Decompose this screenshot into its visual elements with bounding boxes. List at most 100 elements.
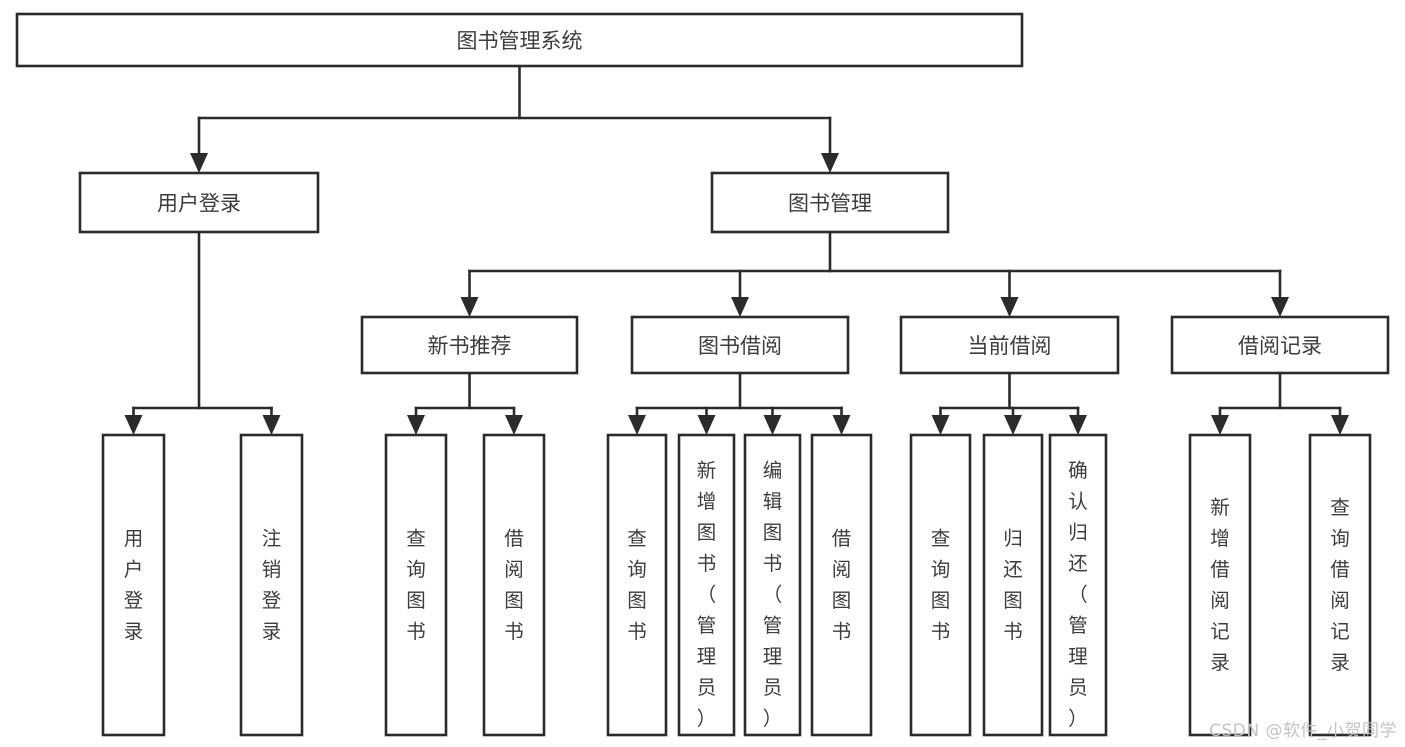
leaf-node-leaf-confirm-return-label-char: 理	[1068, 645, 1088, 668]
leaf-node-leaf-confirm-return-label-char: 还	[1068, 552, 1088, 575]
leaf-node-leaf-edit-book-box[interactable]	[743, 433, 802, 737]
level3-node-current-borrow-box[interactable]	[899, 315, 1120, 375]
leaf-node-leaf-query-book-1-box[interactable]	[384, 433, 448, 737]
leaf-node-leaf-query-record-box[interactable]	[1308, 433, 1372, 737]
level3-node-current-borrow[interactable]: 当前借阅	[899, 315, 1120, 375]
leaf-node-leaf-user-login-label-char: 登	[124, 589, 144, 612]
arrow-head-icon	[628, 415, 646, 435]
leaf-node-leaf-return-book-label-char: 书	[1003, 620, 1023, 643]
level2-node-user-login-box[interactable]	[78, 171, 320, 234]
leaf-node-leaf-return-book-label-char: 归	[1003, 527, 1023, 550]
leaf-node-leaf-user-login-label-char: 用	[124, 527, 144, 550]
leaf-node-leaf-borrow-book-1-label-char: 阅	[504, 558, 524, 581]
arrow-head-icon	[190, 153, 208, 173]
leaf-node-leaf-add-book-box[interactable]	[677, 433, 736, 737]
arrow-head-icon	[697, 415, 716, 435]
leaf-node-leaf-borrow-book-2-box[interactable]	[810, 433, 873, 737]
arrow-head-icon	[124, 415, 143, 435]
leaf-node-leaf-add-book-label-char: 书	[697, 552, 717, 575]
leaf-node-leaf-edit-book-label-char: 书	[763, 552, 783, 575]
leaf-node-leaf-add-record-label-char: 阅	[1210, 589, 1230, 612]
level2-node-book-manage[interactable]: 图书管理	[710, 171, 950, 234]
arrow-head-icon	[460, 297, 479, 317]
leaf-node-leaf-query-book-2-label-char: 图	[627, 589, 647, 612]
leaf-node-leaf-borrow-book-2-label-char: 阅	[832, 558, 852, 581]
leaf-node-leaf-add-book-label-char: 管	[697, 614, 717, 637]
arrow-head-icon	[505, 415, 523, 435]
leaf-node-leaf-add-book-label-char: 员	[697, 676, 717, 699]
level3-node-borrow-record-box[interactable]	[1170, 315, 1390, 375]
leaf-node-leaf-borrow-book-1-label-char: 图	[504, 589, 524, 612]
leaf-node-leaf-add-record-box[interactable]	[1188, 433, 1252, 737]
arrow-head-icon	[407, 415, 425, 435]
leaf-node-leaf-query-book-2-label-char: 查	[627, 527, 647, 550]
leaf-node-leaf-query-book-2-label-char: 询	[627, 558, 647, 581]
leaf-node-leaf-user-login[interactable]: 用户登录	[101, 433, 166, 737]
leaf-node-leaf-edit-book-label-char: 理	[763, 645, 783, 668]
leaf-node-leaf-borrow-book-2-label-char: 借	[832, 527, 852, 550]
leaf-node-leaf-query-book-2-box[interactable]	[606, 433, 668, 737]
leaf-node-leaf-add-book-label-char: 新	[697, 459, 717, 482]
leaf-node-leaf-return-book-box[interactable]	[982, 433, 1044, 737]
arrow-head-icon	[1000, 297, 1019, 317]
level3-node-book-borrow-label: 图书借阅	[698, 334, 782, 358]
arrow-head-icon	[1069, 415, 1087, 435]
arrow-head-icon	[1004, 415, 1022, 435]
leaf-node-leaf-query-record-label-char: 记	[1330, 620, 1350, 643]
leaf-node-leaf-query-book-3-label-char: 询	[931, 558, 951, 581]
arrow-head-icon	[931, 415, 950, 435]
leaf-node-leaf-query-record-label-char: 阅	[1330, 589, 1350, 612]
level3-node-new-book-rec[interactable]: 新书推荐	[360, 315, 579, 375]
level3-node-borrow-record[interactable]: 借阅记录	[1170, 315, 1390, 375]
leaf-node-leaf-confirm-return-label-char: 归	[1068, 521, 1088, 544]
leaf-node-leaf-query-book-3-box[interactable]	[909, 433, 972, 737]
leaf-node-leaf-add-record-label-char: 记	[1210, 620, 1230, 643]
leaf-node-leaf-query-record-label-char: 查	[1330, 496, 1350, 519]
leaf-node-leaf-add-record-label-char: 借	[1210, 558, 1230, 581]
root-node-book-management-system[interactable]: 图书管理系统	[15, 12, 1024, 68]
leaf-node-leaf-add-book-label-char: ）	[697, 707, 717, 730]
leaf-node-leaf-return-book-label-char: 还	[1003, 558, 1023, 581]
leaf-node-leaf-query-book-3-label-char: 书	[931, 620, 951, 643]
leaf-node-leaf-logout-box[interactable]	[239, 433, 304, 737]
arrow-head-icon	[731, 297, 749, 317]
leaf-node-leaf-edit-book-label-char: 管	[763, 614, 783, 637]
root-node-book-management-system-box[interactable]	[15, 12, 1024, 68]
leaf-node-leaf-logout-label-char: 销	[262, 558, 282, 581]
leaf-node-leaf-borrow-book-2-label-char: 书	[832, 620, 852, 643]
level3-node-book-borrow[interactable]: 图书借阅	[630, 315, 850, 375]
leaf-node-leaf-confirm-return-label-char: 员	[1068, 676, 1088, 699]
leaf-node-leaf-borrow-book-1-box[interactable]	[482, 433, 546, 737]
level2-node-user-login[interactable]: 用户登录	[78, 171, 320, 234]
leaf-node-leaf-confirm-return-box[interactable]	[1048, 433, 1108, 737]
connectors-layer	[124, 64, 1349, 435]
level2-node-user-login-label: 用户登录	[157, 192, 241, 216]
level3-node-new-book-rec-box[interactable]	[360, 315, 579, 375]
level2-node-book-manage-box[interactable]	[710, 171, 950, 234]
leaf-node-leaf-edit-book-label-char: 编	[763, 459, 783, 482]
leaf-node-leaf-query-book-1-label-char: 查	[406, 527, 426, 550]
leaf-node-leaf-query-book-3-label-char: 查	[931, 527, 951, 550]
arrow-head-icon	[821, 153, 839, 173]
leaf-node-leaf-add-book-label-char: 图	[697, 521, 717, 544]
leaf-node-leaf-user-login-box[interactable]	[101, 433, 166, 737]
leaf-node-leaf-add-book-label-char: 理	[697, 645, 717, 668]
watermark: CSDN @软件_小贺同学	[1209, 721, 1397, 741]
arrow-head-icon	[262, 415, 281, 435]
level3-node-book-borrow-box[interactable]	[630, 315, 850, 375]
leaf-node-leaf-user-login-label-char: 户	[124, 558, 144, 581]
